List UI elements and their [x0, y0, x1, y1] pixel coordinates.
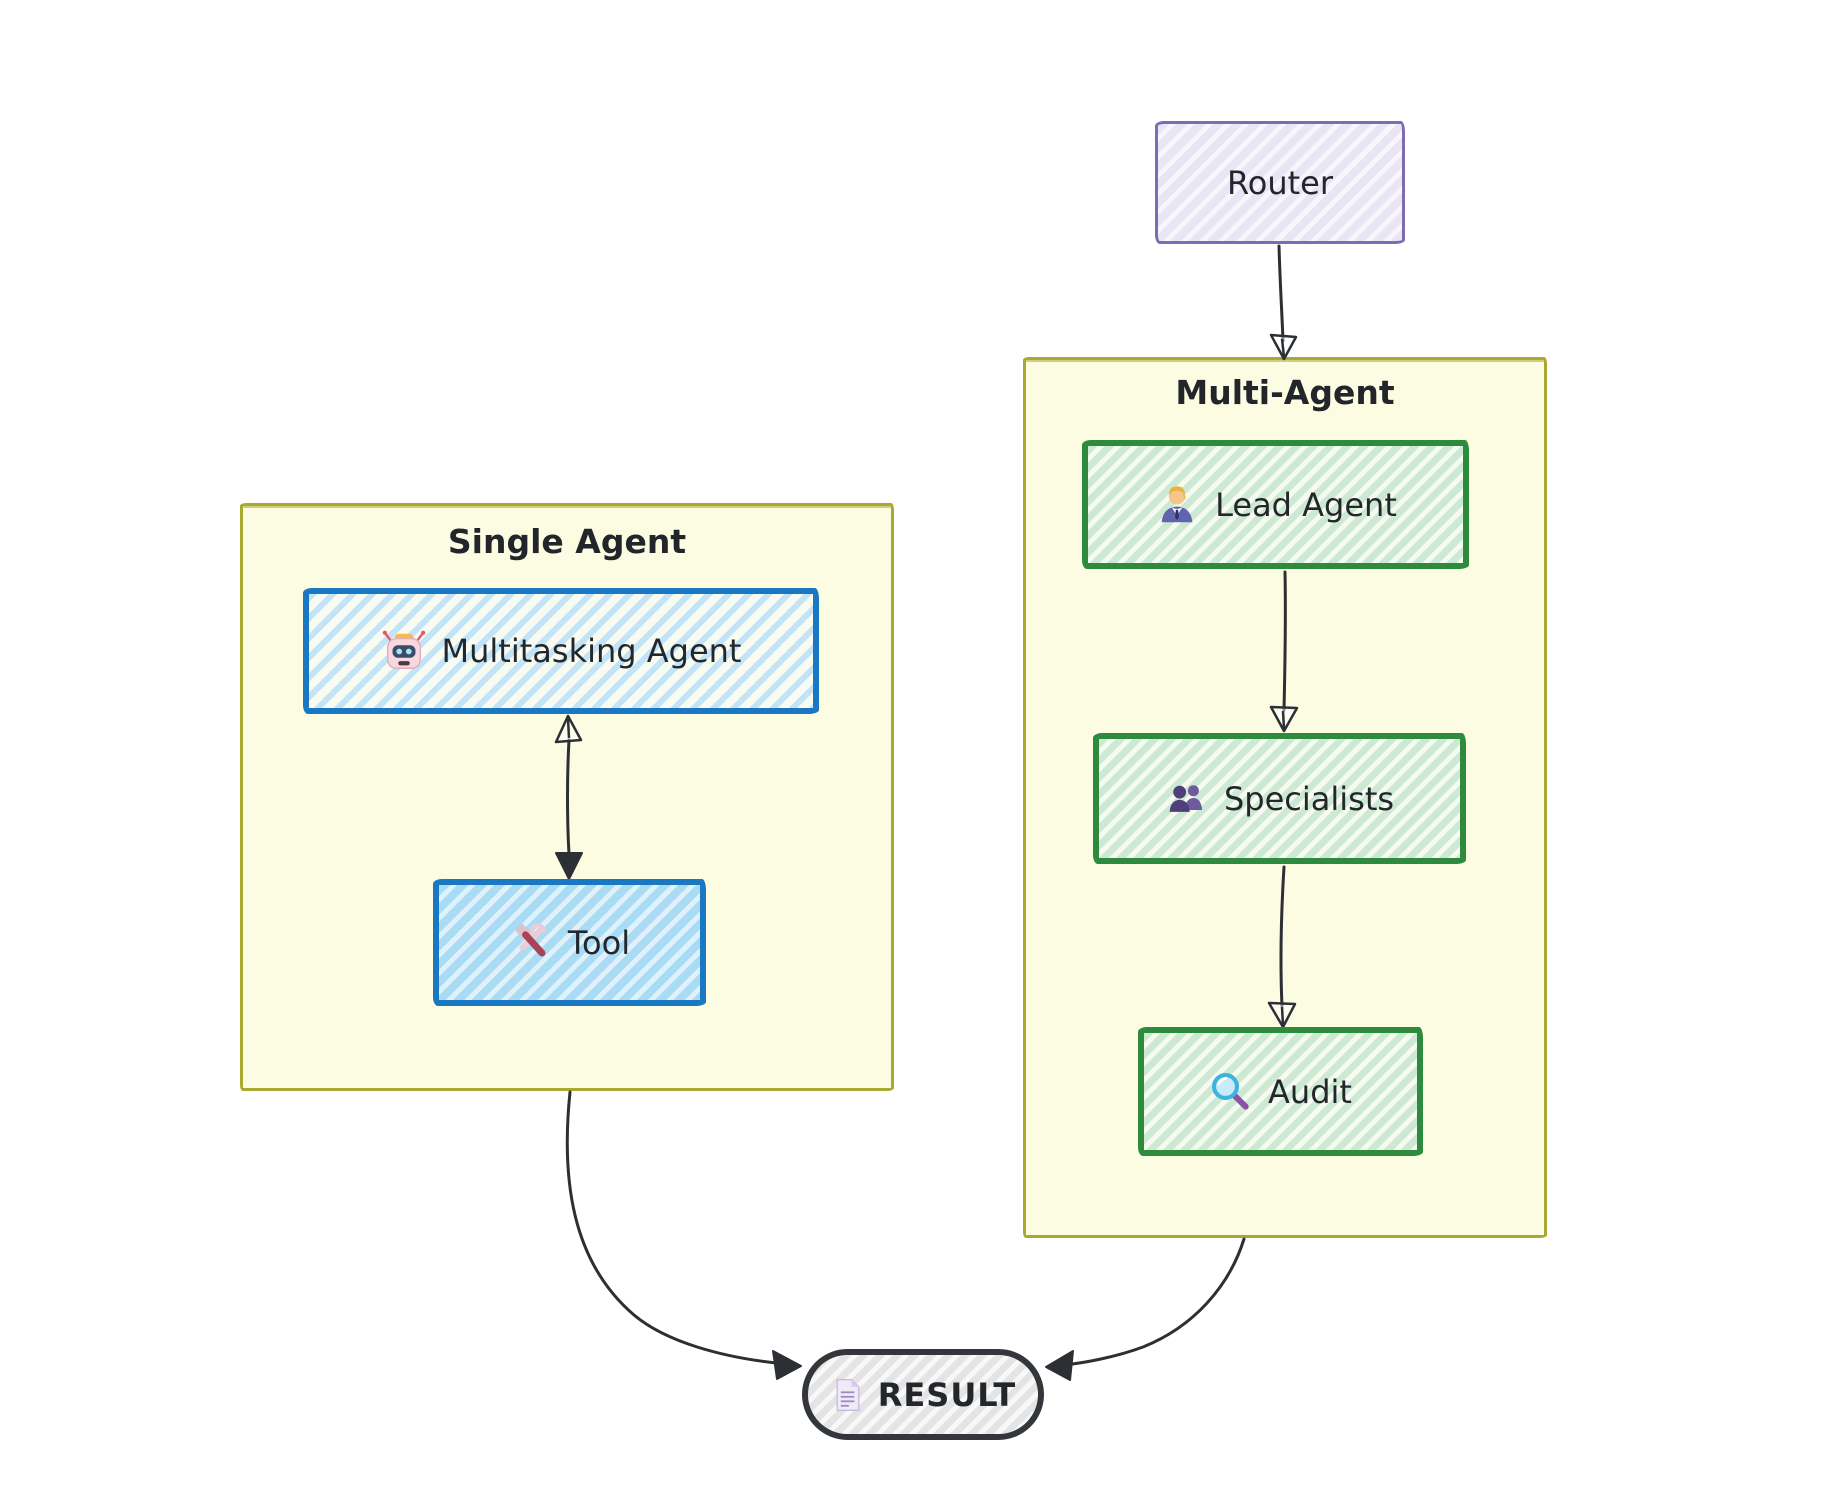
tool-label: Tool — [567, 923, 631, 962]
specialists-node: Specialists — [1093, 733, 1466, 864]
office-worker-icon — [1161, 485, 1193, 522]
router-label: Router — [1226, 163, 1334, 202]
busts-in-silhouette-icon — [1169, 784, 1203, 812]
lead-agent-label: Lead Agent — [1215, 485, 1397, 524]
multitasking-agent-label: Multitasking Agent — [441, 632, 742, 670]
edge-single-agent-to-result — [565, 1090, 778, 1365]
page-icon — [836, 1378, 860, 1411]
hammer-wrench-icon — [515, 922, 546, 957]
lead-agent-node: Lead Agent — [1082, 440, 1469, 569]
single-agent-title: Single Agent — [447, 522, 687, 561]
router-node: Router — [1155, 121, 1405, 244]
edge-multi-agent-to-result — [1062, 1237, 1246, 1367]
arrowhead-into-multi-agent — [1269, 333, 1298, 361]
multi-agent-title: Multi-Agent — [1175, 373, 1395, 412]
result-node: RESULT — [802, 1349, 1044, 1440]
magnifying-glass-icon — [1212, 1072, 1249, 1110]
audit-label: Audit — [1268, 1072, 1352, 1111]
robot-icon — [382, 630, 425, 669]
arrowhead-scribble — [1280, 338, 1286, 358]
audit-node: Audit — [1138, 1027, 1423, 1156]
arrowhead-into-result-right — [1045, 1350, 1074, 1381]
specialists-label: Specialists — [1223, 779, 1395, 818]
arrowhead-into-result-left — [772, 1350, 802, 1380]
tool-node: Tool — [433, 879, 706, 1006]
edge-router-to-multi-agent — [1277, 244, 1285, 343]
multitasking-agent-node: Multitasking Agent — [303, 588, 819, 714]
result-label: RESULT — [877, 1375, 1017, 1414]
